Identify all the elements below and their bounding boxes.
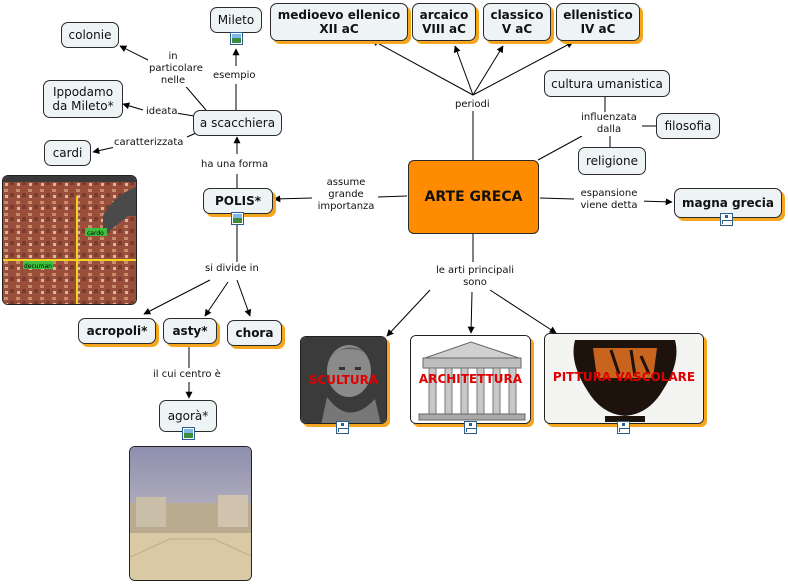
concept-chora[interactable]: chora <box>227 320 282 346</box>
concept-label: asty* <box>172 324 208 338</box>
decuman-label: decuman <box>24 263 52 270</box>
concept-label: cultura umanistica <box>551 76 663 91</box>
art-title: PITTURA VASCOLARE <box>552 370 696 384</box>
period-medioevo-ellenico[interactable]: medioevo ellenico XII aC <box>270 3 408 41</box>
concept-colonie[interactable]: colonie <box>61 22 119 48</box>
grid-map-image: cardo decuman <box>3 176 136 304</box>
concept-label: colonie <box>68 28 112 42</box>
period-date: V aC <box>501 22 533 36</box>
period-date: VIII aC <box>422 22 466 36</box>
edge-pittura <box>489 289 557 334</box>
period-arcaico[interactable]: arcaico VIII aC <box>412 3 476 41</box>
concept-cultura-umanistica[interactable]: cultura umanistica <box>544 70 670 97</box>
agora-image[interactable] <box>129 446 252 581</box>
link-label-particolare: in particolare nelle <box>148 51 203 87</box>
image-icon[interactable] <box>231 212 244 225</box>
edge-classico <box>472 45 504 96</box>
period-date: XII aC <box>319 22 359 36</box>
art-pittura-vascolare[interactable]: PITTURA VASCOLARE <box>544 333 704 424</box>
submap-icon[interactable] <box>617 421 630 434</box>
link-label-arti: le arti principali sono <box>428 265 522 289</box>
period-label: ellenistico <box>563 8 633 22</box>
link-label-esempio: esempio <box>212 70 257 82</box>
city-map-image[interactable]: cardo decuman <box>2 175 137 305</box>
submap-icon[interactable] <box>464 421 477 434</box>
period-label: classico <box>490 8 544 22</box>
concept-filosofia[interactable]: filosofia <box>656 113 720 139</box>
edge-influenza <box>537 135 583 161</box>
concept-magna-grecia[interactable]: magna grecia <box>674 188 782 218</box>
concept-acropoli[interactable]: acropoli* <box>78 318 156 344</box>
link-label-espansione: espansione viene detta <box>574 188 644 212</box>
link-label-caratterizzata: caratterizzata <box>113 137 185 149</box>
concept-label: chora <box>235 326 274 340</box>
concept-polis[interactable]: POLIS* <box>203 188 273 214</box>
submap-icon[interactable] <box>720 213 733 226</box>
edge-ideata-a <box>175 112 195 117</box>
edge-caratterizzata <box>92 146 116 155</box>
art-title: ARCHITETTURA <box>418 372 523 386</box>
concept-agora[interactable]: agorà* <box>159 400 217 432</box>
submap-icon[interactable] <box>336 421 349 434</box>
concept-cardi[interactable]: cardi <box>44 140 91 166</box>
concept-a-scacchiera[interactable]: a scacchiera <box>193 110 282 136</box>
period-label: medioevo ellenico <box>277 8 401 22</box>
edge-acropoli <box>143 279 211 315</box>
concept-label: POLIS* <box>214 194 262 208</box>
edge-assume <box>376 195 408 198</box>
main-topic-label: ARTE GRECA <box>424 189 523 205</box>
art-scultura[interactable]: SCULTURA <box>300 336 387 424</box>
period-classico[interactable]: classico V aC <box>483 3 551 41</box>
link-label-centro: il cui centro è <box>152 369 222 381</box>
concept-label: magna grecia <box>682 196 774 210</box>
link-label-divide: si divide in <box>204 263 260 275</box>
period-date: IV aC <box>580 22 616 36</box>
image-icon[interactable] <box>230 32 243 45</box>
edge-medioevo <box>371 39 474 96</box>
art-architettura[interactable]: ARCHITETTURA <box>410 335 531 424</box>
link-label-periodi: periodi <box>454 99 491 111</box>
edge-ellenistico <box>472 41 574 96</box>
concept-religione[interactable]: religione <box>578 147 646 175</box>
main-topic-arte-greca[interactable]: ARTE GRECA <box>408 160 539 234</box>
period-label: arcaico <box>419 8 469 22</box>
period-ellenistico[interactable]: ellenistico IV aC <box>556 3 640 41</box>
edge-ideata <box>122 102 144 111</box>
edge-architettura <box>467 291 475 334</box>
concept-label: religione <box>585 154 638 168</box>
vase-image <box>545 334 703 423</box>
concept-label: a scacchiera <box>199 116 276 130</box>
link-label-forma: ha una forma <box>200 159 270 171</box>
concept-ippodamo[interactable]: Ippodamo da Mileto* <box>43 80 123 118</box>
edge-scultura <box>386 289 431 337</box>
concept-label: cardi <box>52 146 83 160</box>
edge-colonie <box>119 45 153 63</box>
link-label-influenzata-dalla: influenzata dalla <box>576 112 642 136</box>
temple-image <box>411 336 530 423</box>
concept-asty[interactable]: asty* <box>163 318 217 344</box>
concept-label: filosofia <box>664 119 712 133</box>
agora-render-image <box>130 447 251 580</box>
sculpture-image <box>301 337 386 423</box>
concept-label: Ippodamo da Mileto* <box>52 85 114 113</box>
edge-asty <box>204 281 229 317</box>
link-label-ideata: ideata <box>145 106 179 118</box>
concept-label: agorà* <box>167 409 209 423</box>
image-icon[interactable] <box>182 427 195 440</box>
edge-polis <box>273 195 313 203</box>
edge-arcaico <box>453 45 474 96</box>
cardo-label: cardo <box>87 230 104 237</box>
concept-label: Mileto <box>217 13 255 27</box>
link-label-assume: assume grande importanza <box>314 177 378 213</box>
concept-label: acropoli* <box>86 324 148 338</box>
art-title: SCULTURA <box>308 373 379 387</box>
edge-chora <box>236 279 252 317</box>
concept-mileto[interactable]: Mileto <box>210 7 262 33</box>
